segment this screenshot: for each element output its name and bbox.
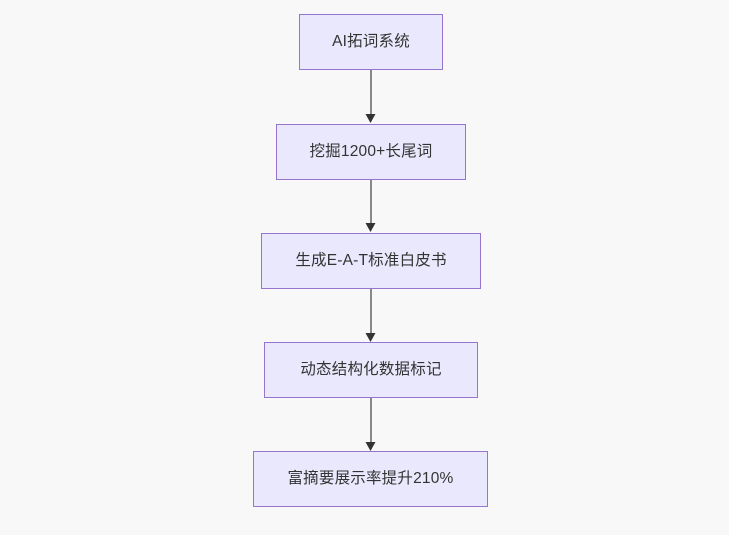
flow-edge-2 — [370, 180, 372, 223]
flow-node-label: 富摘要展示率提升210% — [287, 470, 454, 488]
flow-arrowhead-3 — [365, 333, 376, 342]
flow-node-label: AI拓词系统 — [332, 33, 410, 51]
flow-edge-4 — [370, 397, 372, 442]
flow-node-ai-keyword-system[interactable]: AI拓词系统 — [299, 14, 443, 70]
flow-node-mine-longtail-keywords[interactable]: 挖掘1200+长尾词 — [276, 124, 466, 180]
flow-node-rich-snippet-rate-increase[interactable]: 富摘要展示率提升210% — [253, 451, 488, 507]
flow-arrowhead-2 — [365, 223, 376, 232]
flow-arrowhead-4 — [365, 442, 376, 451]
flow-node-label: 动态结构化数据标记 — [300, 361, 442, 379]
flow-edge-3 — [370, 289, 372, 333]
flow-node-label: 生成E-A-T标准白皮书 — [295, 252, 447, 270]
flow-arrowhead-1 — [365, 114, 376, 123]
flow-node-label: 挖掘1200+长尾词 — [309, 143, 433, 161]
flow-node-generate-eat-whitepaper[interactable]: 生成E-A-T标准白皮书 — [261, 233, 481, 289]
flow-edge-1 — [370, 70, 372, 114]
flow-node-dynamic-structured-data-markup[interactable]: 动态结构化数据标记 — [264, 342, 478, 398]
